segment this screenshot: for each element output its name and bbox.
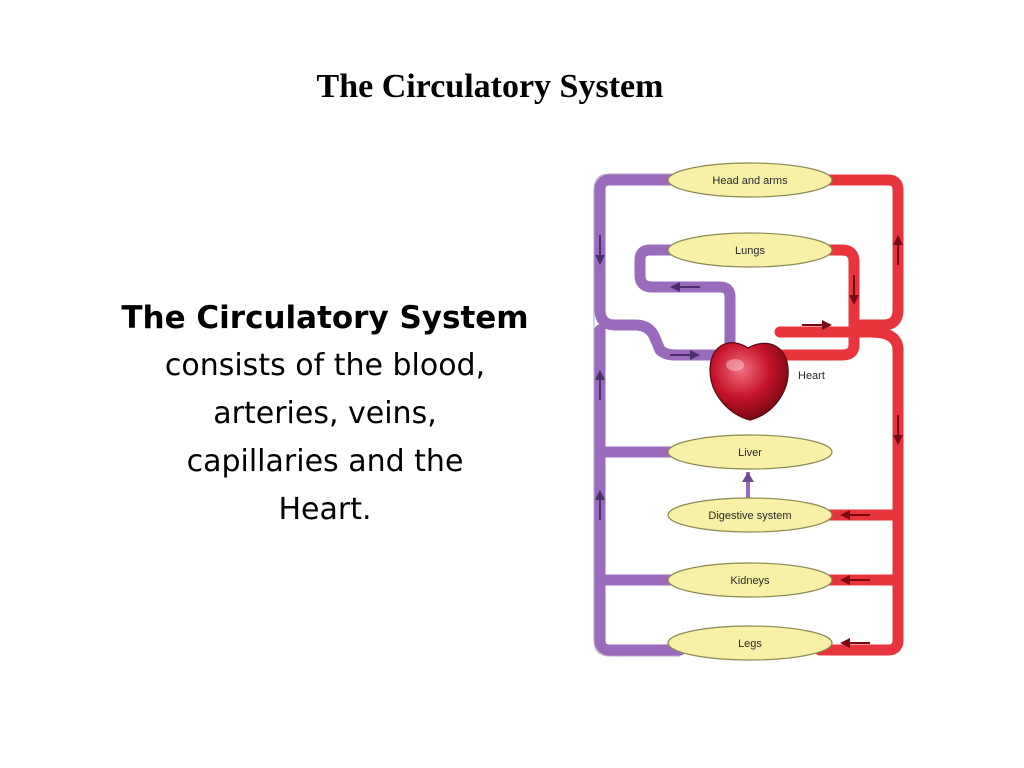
description-line: arteries, veins, bbox=[213, 396, 437, 431]
vein-lungs bbox=[634, 244, 736, 356]
vein-network bbox=[594, 174, 736, 656]
artery-aorta bbox=[774, 326, 904, 656]
description-line: consists of the blood, bbox=[164, 348, 486, 383]
slide-title: The Circulatory System bbox=[316, 68, 664, 105]
heart-icon bbox=[709, 342, 789, 421]
organ-label: Kidneys bbox=[730, 575, 770, 587]
artery-lungs bbox=[774, 244, 860, 361]
circulation-diagram: Head and arms Lungs Liver Digestive syst… bbox=[593, 162, 904, 661]
organ-legs: Legs bbox=[667, 625, 833, 661]
flow-arrows-artery bbox=[802, 235, 903, 648]
organ-label: Head and arms bbox=[712, 175, 788, 187]
description-line: Heart. bbox=[278, 492, 372, 527]
heart-label: Heart bbox=[798, 370, 825, 382]
flow-arrows bbox=[595, 235, 700, 520]
vein-head bbox=[594, 174, 721, 361]
organ-liver: Liver bbox=[667, 434, 833, 470]
organ-lungs: Lungs bbox=[667, 232, 833, 268]
description-lead: The Circulatory System bbox=[121, 300, 529, 336]
vein-trunk bbox=[594, 324, 686, 656]
vein-outline bbox=[593, 173, 680, 657]
arrow-up bbox=[742, 472, 754, 482]
organ-kidneys: Kidneys bbox=[667, 562, 833, 598]
organ-digestive-system: Digestive system bbox=[667, 497, 833, 533]
description-line: capillaries and the bbox=[186, 444, 464, 479]
organ-label: Legs bbox=[738, 638, 762, 650]
description-text: The Circulatory System consists of the b… bbox=[110, 294, 540, 534]
organ-head-and-arms: Head and arms bbox=[667, 162, 833, 198]
organ-label: Lungs bbox=[735, 245, 765, 257]
organ-label: Liver bbox=[738, 447, 762, 459]
organ-label: Digestive system bbox=[708, 510, 791, 522]
